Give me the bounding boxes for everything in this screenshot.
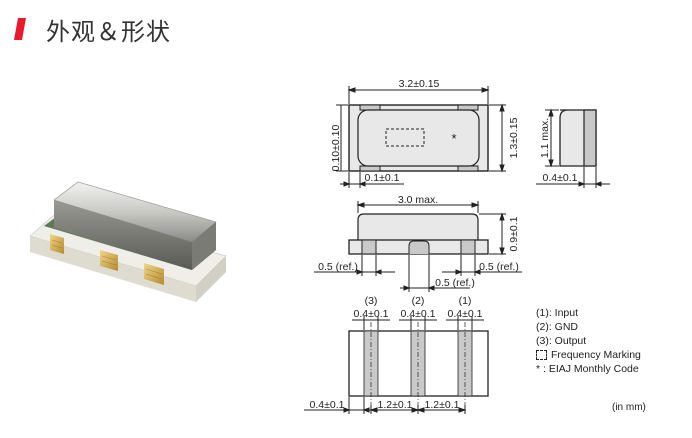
dim-pad-width-3: 0.4±0.1 bbox=[354, 308, 389, 320]
dim-top-length: 3.2±0.15 bbox=[399, 78, 440, 90]
top-view bbox=[336, 86, 506, 188]
dim-side-height: 1.1 max. bbox=[539, 118, 551, 158]
dim-edge-width: 0.4±0.1 bbox=[310, 399, 345, 411]
dim-front-height: 0.9±0.1 bbox=[508, 216, 520, 251]
legend-input: (1): Input bbox=[536, 307, 579, 319]
dim-pad-width-1: 0.4±0.1 bbox=[448, 308, 483, 320]
dim-left-offset: 0.10±0.10 bbox=[330, 125, 342, 172]
dim-ref-left: 0.5 (ref.) bbox=[318, 261, 358, 273]
page-title: 外观＆形状 bbox=[46, 18, 171, 46]
dim-ref-right: 0.5 (ref.) bbox=[479, 261, 519, 273]
unit-note: (in mm) bbox=[612, 402, 646, 413]
pad-label-2: (2) bbox=[412, 295, 425, 307]
pad-label-3: (3) bbox=[365, 295, 378, 307]
dashed-box-icon bbox=[536, 350, 547, 360]
red-marker-icon bbox=[14, 18, 26, 40]
dim-pitch-right: 1.2±0.1 bbox=[425, 399, 460, 411]
dim-pitch-left: 1.2±0.1 bbox=[378, 399, 413, 411]
legend-gnd: (2): GND bbox=[536, 321, 578, 333]
legend-output: (3): Output bbox=[536, 335, 587, 347]
side-view bbox=[536, 108, 610, 188]
front-view bbox=[314, 201, 522, 292]
pad-label-1: (1) bbox=[459, 295, 472, 307]
dim-pad-width-2: 0.4±0.1 bbox=[401, 308, 436, 320]
dim-front-length: 3.0 max. bbox=[398, 194, 438, 206]
dim-center-width: 0.5 (ref.) bbox=[435, 277, 475, 289]
pin-legend: (1): Input (2): GND (3): Output Frequenc… bbox=[536, 306, 641, 376]
dim-bottom-gap: 0.1±0.1 bbox=[365, 172, 400, 184]
product-photo bbox=[29, 181, 227, 302]
legend-frequency-marking: Frequency Marking bbox=[551, 349, 641, 361]
section-header: 外观＆形状 bbox=[0, 0, 692, 56]
bottom-view bbox=[304, 316, 489, 414]
frequency-marking-box bbox=[385, 128, 425, 147]
dim-side-width: 0.4±0.1 bbox=[543, 172, 578, 184]
dim-top-width: 1.3±0.15 bbox=[508, 117, 520, 158]
gold-terminal-icon bbox=[50, 234, 164, 285]
monthly-code-mark: * bbox=[451, 131, 456, 146]
legend-eiaj-code: * : EIAJ Monthly Code bbox=[536, 363, 639, 375]
legend-frequency-marking-row: Frequency Marking bbox=[536, 348, 641, 362]
